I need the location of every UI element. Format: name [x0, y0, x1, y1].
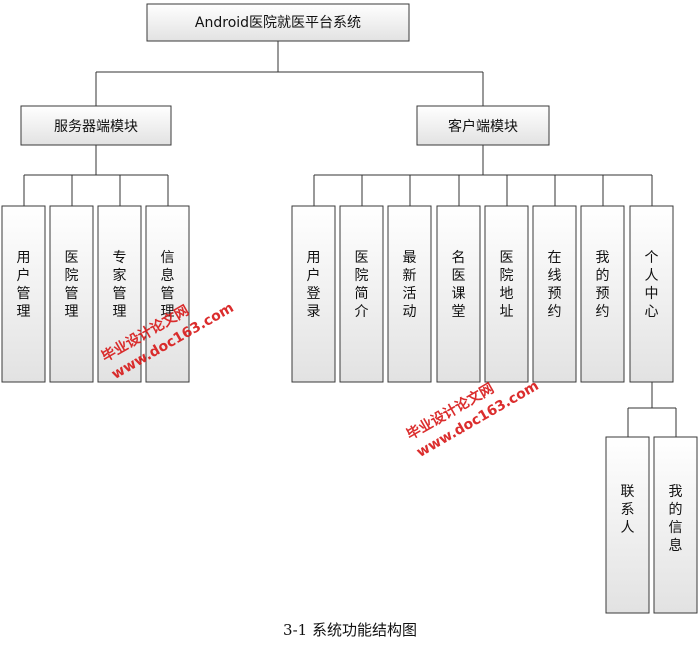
- leaf-label-contacts: 联系人: [621, 484, 635, 536]
- leaf-node-famous-doctor-class: 名医课堂: [436, 205, 481, 383]
- leaf-label-expert-management: 专家管理: [113, 250, 127, 320]
- leaf-node-hospital-management: 医院管理: [49, 205, 94, 383]
- connector-lines: [23, 41, 677, 437]
- leaf-label-user-management: 用户管理: [17, 250, 31, 320]
- figure-caption: 3-1 系统功能结构图: [283, 621, 417, 639]
- leaf-node-info-management: 信息管理: [145, 205, 190, 383]
- leaf-label-info-management: 信息管理: [161, 250, 175, 320]
- leaf-node-latest-activities: 最新活动: [387, 205, 432, 383]
- leaf-label-user-login: 用户登录: [307, 250, 321, 320]
- client-module-label: 客户端模块: [448, 118, 518, 135]
- leaf-node-my-bookings: 我的预约: [580, 205, 625, 383]
- leaf-node-my-info: 我的信息: [653, 436, 698, 614]
- leaf-label-personal-center: 个人中心: [645, 250, 659, 320]
- leaf-label-my-info: 我的信息: [669, 484, 683, 554]
- leaf-node-user-management: 用户管理: [1, 205, 46, 383]
- leaf-label-hospital-intro: 医院简介: [355, 250, 369, 320]
- leaf-label-latest-activities: 最新活动: [403, 250, 417, 320]
- leaf-node-online-booking: 在线预约: [532, 205, 577, 383]
- root-node: Android医院就医平台系统: [146, 3, 410, 42]
- leaf-node-expert-management: 专家管理: [97, 205, 142, 383]
- leaf-node-hospital-intro: 医院简介: [339, 205, 384, 383]
- leaf-label-famous-doctor-class: 名医课堂: [452, 250, 466, 320]
- leaf-label-my-bookings: 我的预约: [596, 250, 610, 320]
- leaf-node-hospital-address: 医院地址: [484, 205, 529, 383]
- server-module-node: 服务器端模块: [20, 105, 172, 146]
- leaf-label-hospital-address: 医院地址: [500, 250, 514, 320]
- client-module-node: 客户端模块: [416, 105, 550, 146]
- leaf-node-user-login: 用户登录: [291, 205, 336, 383]
- leaf-node-personal-center: 个人中心: [629, 205, 674, 383]
- leaf-node-contacts: 联系人: [605, 436, 650, 614]
- leaf-label-online-booking: 在线预约: [548, 250, 562, 320]
- server-module-label: 服务器端模块: [54, 119, 138, 135]
- root-label: Android医院就医平台系统: [195, 15, 361, 31]
- leaf-label-hospital-management: 医院管理: [65, 250, 79, 320]
